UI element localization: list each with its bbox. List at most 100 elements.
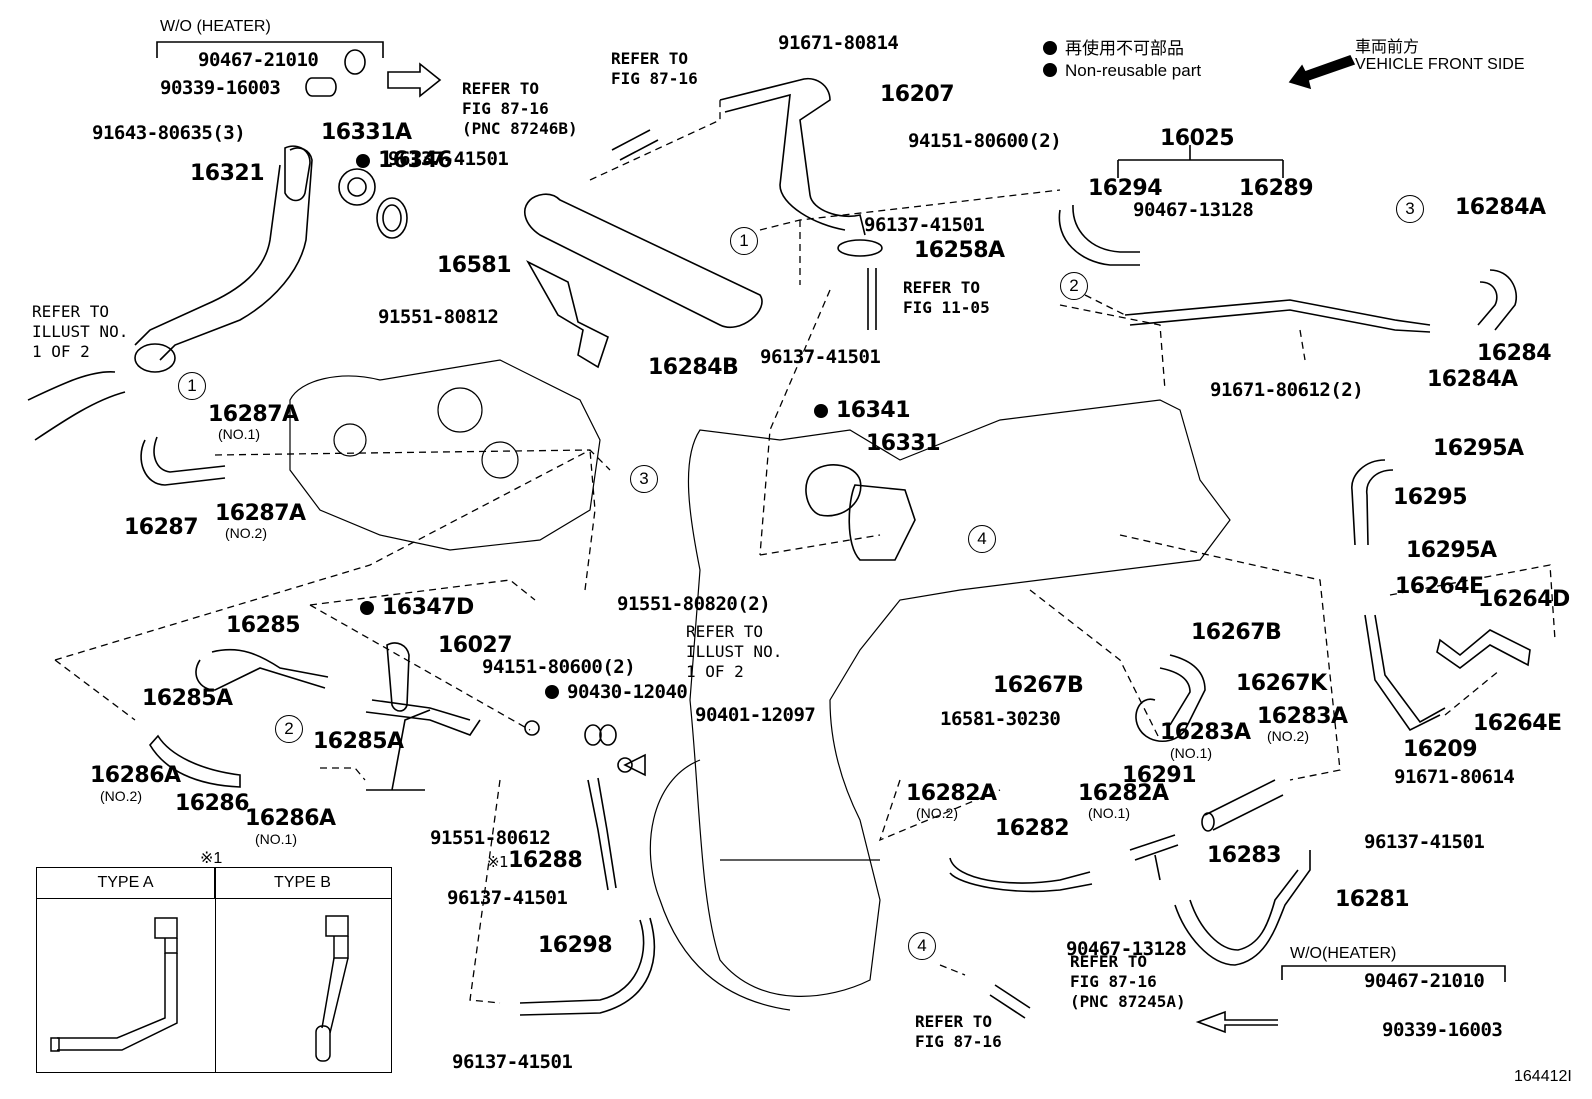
part-label-sub: (NO.2) [1267, 728, 1309, 744]
part-label[interactable]: 16298 [538, 933, 613, 958]
part-label[interactable]: 16282 [995, 816, 1070, 841]
part-label[interactable]: 96137-41501 [452, 1051, 573, 1073]
wo-heater-top-label: W/O (HEATER) [160, 18, 271, 35]
gasket-ring [376, 197, 408, 239]
part-label[interactable]: 90401-12097 [695, 704, 816, 726]
part-label[interactable]: 96137-41501 [388, 148, 509, 170]
ref-fig-87-16-pnc-87245a: REFER TO FIG 87-16 (PNC 87245A) [1070, 952, 1186, 1011]
part-label[interactable]: 16283A [1257, 704, 1348, 729]
part-label[interactable]: 16341 [814, 400, 911, 422]
part-label[interactable]: 16284B [648, 355, 739, 380]
legend: 再使用不可部品 Non-reusable part [1043, 38, 1201, 82]
hose-16287 [140, 436, 226, 486]
part-label[interactable]: 16295 [1393, 485, 1468, 510]
part-label-sub: (NO.1) [218, 426, 260, 442]
part-label[interactable]: 91671-80614 [1394, 766, 1515, 788]
hose-16282 [949, 857, 1093, 893]
part-label[interactable]: 16285A [313, 729, 404, 754]
part-label-sub: (NO.1) [1088, 805, 1130, 821]
part-label[interactable]: 16287A [208, 402, 299, 427]
stud [867, 268, 877, 330]
part-label[interactable]: 16286 [175, 791, 250, 816]
type-b-header: TYPE B [214, 868, 391, 899]
part-label[interactable]: 16264E [1473, 711, 1562, 736]
part-label[interactable]: 16289 [1239, 176, 1314, 201]
part-label[interactable]: 16581 [437, 253, 512, 278]
figure-id: 164412I [1514, 1068, 1572, 1085]
part-label[interactable]: 90467-13128 [1066, 938, 1187, 960]
part-label[interactable]: 16346 [356, 150, 453, 172]
part-label[interactable]: 16284A [1455, 195, 1546, 220]
part-label[interactable]: 90467-13128 [1133, 199, 1254, 221]
callout-4-b: 4 [908, 932, 936, 960]
part-label[interactable]: 96137-41501 [760, 346, 881, 368]
hose-stub-bottom [989, 984, 1031, 1019]
arrow-right-icon [387, 62, 442, 98]
ref-fig-87-16-pnc-87246b: REFER TO FIG 87-16 (PNC 87246B) [462, 79, 578, 138]
non-reusable-dot-icon [1043, 41, 1057, 55]
part-label[interactable]: 16284A [1427, 367, 1518, 392]
part-label[interactable]: 90339-16003 [160, 77, 281, 99]
ref-fig-87-16-bottom: REFER TO FIG 87-16 [915, 1012, 1002, 1051]
part-label[interactable]: 91671-80814 [778, 32, 899, 54]
part-label[interactable]: 16267B [993, 673, 1084, 698]
part-label[interactable]: 94151-80600(2) [908, 130, 1062, 152]
part-label-sub: (NO.2) [100, 788, 142, 804]
part-label[interactable]: 16581-30230 [940, 708, 1061, 730]
part-label[interactable]: 16285A [142, 686, 233, 711]
hose-16284b [524, 193, 763, 328]
part-label[interactable]: 16264D [1478, 587, 1570, 612]
part-label[interactable]: 16027 [438, 633, 513, 658]
part-label[interactable]: 16331A [321, 120, 412, 145]
part-label[interactable]: 16258A [914, 238, 1005, 263]
part-label[interactable]: 16291 [1122, 763, 1197, 788]
pipe-16288 [587, 777, 617, 891]
part-label[interactable]: 16295A [1433, 436, 1524, 461]
part-label[interactable]: 91643-80635(3) [92, 122, 246, 144]
part-label[interactable]: 16264E [1395, 574, 1484, 599]
part-label[interactable]: 16283 [1207, 843, 1282, 868]
part-label[interactable]: 16295A [1406, 538, 1497, 563]
part-label[interactable]: 96137-41501 [864, 214, 985, 236]
part-label[interactable]: 16281 [1335, 887, 1410, 912]
callout-2-a: 2 [1060, 272, 1088, 300]
part-label[interactable]: 16294 [1088, 176, 1163, 201]
part-label[interactable]: 16284 [1477, 341, 1552, 366]
wo-heater-bracket-top [156, 41, 384, 58]
part-label[interactable]: 16267K [1236, 671, 1327, 696]
part-label[interactable]: 90430-12040 [545, 683, 688, 702]
part-label[interactable]: 16282A [906, 781, 997, 806]
type-note-mark: ※1 [487, 853, 509, 871]
part-label[interactable]: 16025 [1160, 126, 1235, 151]
hose-16286 [149, 734, 241, 788]
part-label[interactable]: 16331 [866, 431, 941, 456]
part-label[interactable]: 96137-41501 [1364, 831, 1485, 853]
callout-4-a: 4 [968, 525, 996, 553]
part-label[interactable]: 16282A [1078, 781, 1169, 806]
part-label[interactable]: 90339-16003 [1382, 1019, 1503, 1041]
part-label[interactable]: 16286A [245, 806, 336, 831]
part-label[interactable]: 16283A [1160, 720, 1251, 745]
part-label[interactable]: 94151-80600(2) [482, 656, 636, 678]
part-label[interactable]: ※116288 [487, 848, 583, 873]
part-label[interactable]: 91551-80820(2) [617, 593, 771, 615]
part-label[interactable]: 16267B [1191, 620, 1282, 645]
part-label[interactable]: 16286A [90, 763, 181, 788]
part-label[interactable]: 16207 [880, 82, 955, 107]
part-label[interactable]: 91551-80612 [430, 827, 551, 849]
part-label[interactable]: 16347D [360, 597, 474, 619]
part-label[interactable]: 16287A [215, 501, 306, 526]
part-label[interactable]: 16209 [1403, 737, 1478, 762]
part-label[interactable]: 91671-80612(2) [1210, 379, 1364, 401]
vehicle-front-jp: 車両前方 [1355, 39, 1420, 56]
part-label[interactable]: 90467-21010 [1364, 970, 1485, 992]
part-label[interactable]: 96137-41501 [447, 887, 568, 909]
part-label[interactable]: 16321 [190, 161, 265, 186]
part-label[interactable]: 16287 [124, 515, 199, 540]
part-label[interactable]: 91551-80812 [378, 306, 499, 328]
part-label[interactable]: 16285 [226, 613, 301, 638]
pipe-16209 [1364, 614, 1446, 732]
callout-1-b: 1 [178, 372, 206, 400]
part-label[interactable]: 90467-21010 [198, 49, 319, 71]
